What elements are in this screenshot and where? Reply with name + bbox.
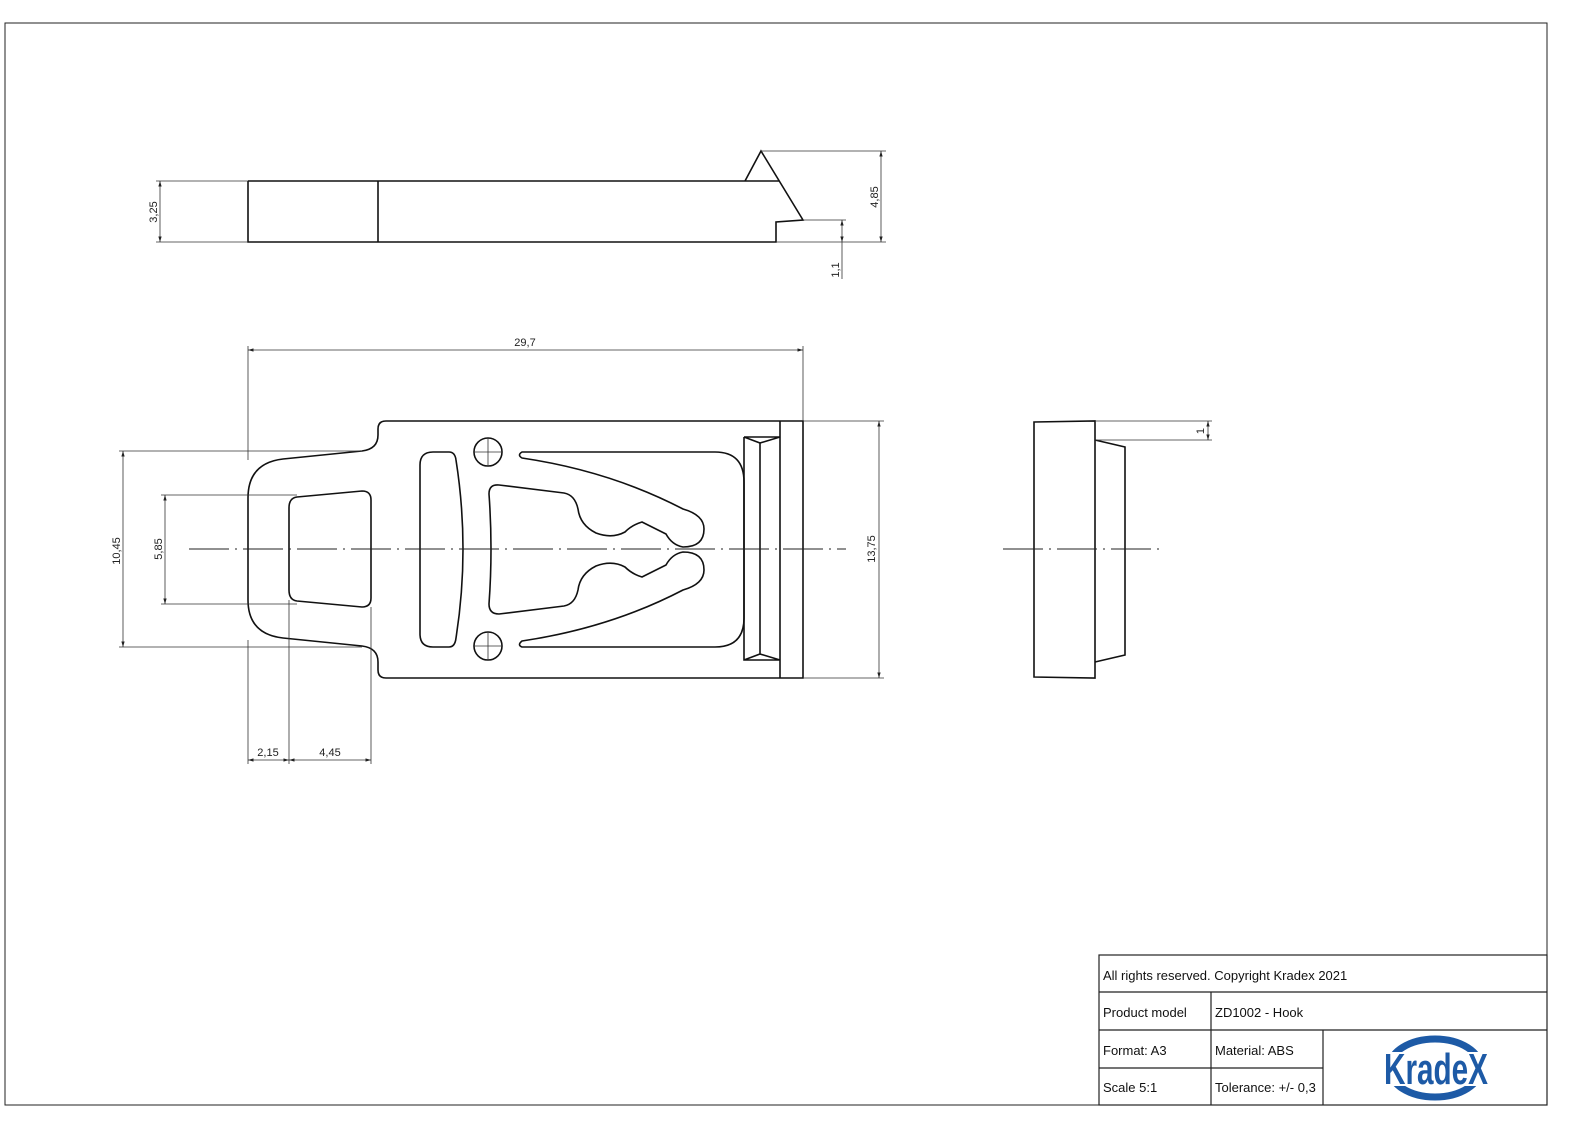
dim-top-total-height: 4,85: [761, 150, 886, 243]
product-model-label: Product model: [1103, 1005, 1187, 1020]
pin-hole-top: [473, 437, 503, 467]
dim-overall-length: 29,7: [247, 337, 804, 460]
material-text: Material: ABS: [1215, 1043, 1294, 1058]
svg-text:10,45: 10,45: [111, 537, 123, 565]
dim-overall-width: 13,75: [803, 420, 884, 679]
dim-window-width: 5,85: [153, 494, 297, 605]
kradex-logo: KradeX: [1384, 1035, 1488, 1101]
product-model-value: ZD1002 - Hook: [1215, 1005, 1304, 1020]
front-view: 29,7 13,75 10,45 5,85 2,15: [111, 337, 884, 764]
dim-tab-offset: 2,15: [247, 600, 372, 764]
tolerance-text: Tolerance: +/- 0,3: [1215, 1080, 1316, 1095]
pin-hole-bottom: [473, 631, 503, 661]
dim-hook-step: 1,1: [803, 219, 846, 279]
svg-text:4,45: 4,45: [319, 747, 340, 759]
svg-text:1,1: 1,1: [830, 262, 842, 277]
side-view: 1: [1003, 420, 1212, 679]
svg-text:4,85: 4,85: [869, 186, 881, 207]
format-text: Format: A3: [1103, 1043, 1167, 1058]
svg-text:1: 1: [1195, 428, 1207, 434]
top-view: 3,25 4,85 1,1: [148, 149, 886, 279]
dim-top-height: 3,25: [148, 180, 248, 243]
scale-text: Scale 5:1: [1103, 1080, 1157, 1095]
svg-text:13,75: 13,75: [866, 535, 878, 563]
title-block: All rights reserved. Copyright Kradex 20…: [1098, 954, 1548, 1106]
svg-text:29,7: 29,7: [514, 337, 535, 349]
dim-side-step: 1: [1095, 420, 1212, 441]
dim-window-length: 4,45: [289, 747, 371, 762]
svg-text:3,25: 3,25: [148, 201, 160, 222]
sheet-border: [4, 22, 1548, 1106]
svg-text:KradeX: KradeX: [1384, 1045, 1488, 1094]
copyright-text: All rights reserved. Copyright Kradex 20…: [1103, 968, 1347, 983]
svg-text:2,15: 2,15: [257, 747, 278, 759]
svg-text:5,85: 5,85: [153, 538, 165, 559]
dim-tab-width: 10,45: [111, 450, 362, 648]
